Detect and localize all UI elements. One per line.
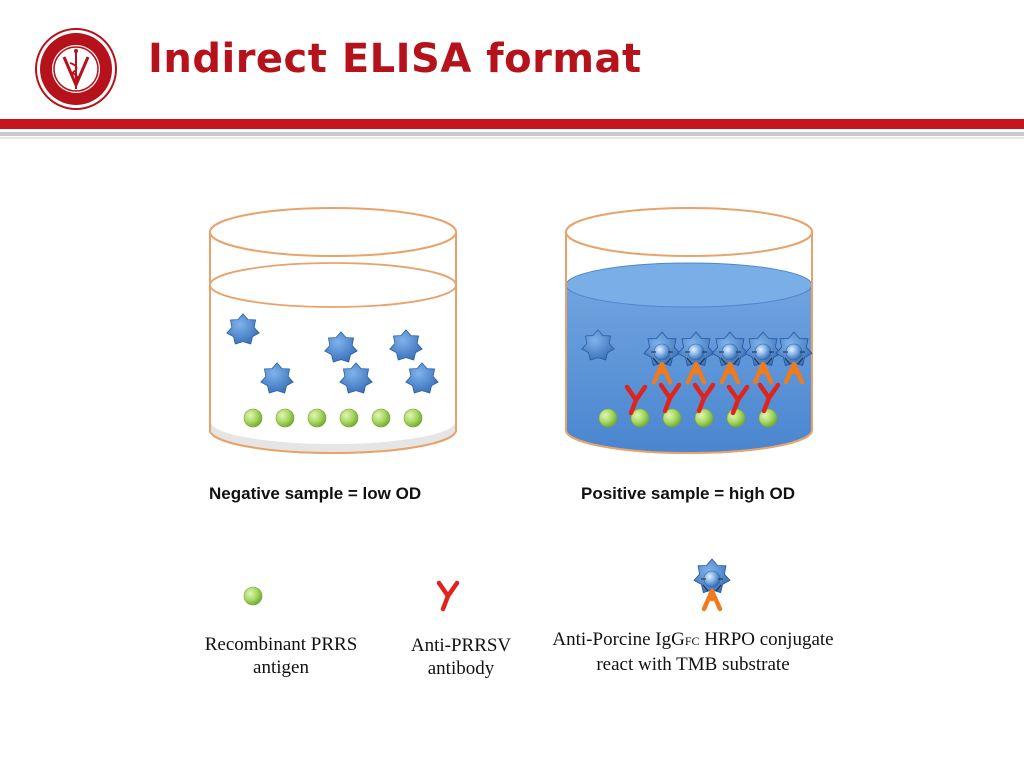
antigen-ball-icon [275,408,295,428]
antigen-ball-icon [758,408,778,428]
header-red-rule [0,119,1024,129]
legend-conjugate-line-1: Anti-Porcine IgGFC HRPO conjugate [528,628,858,653]
header-grey-rule [0,132,1024,136]
legend-antigen-label: Recombinant PRRS antigen [188,633,374,679]
negative-well-caption: Negative sample = low OD [209,484,422,503]
antigen-ball-icon [726,408,746,428]
legend-antibody-icon [439,583,457,609]
antigen-ball-icon [598,408,618,428]
antigen-ball-icon [307,408,327,428]
positive-well-caption: Positive sample = high OD [581,484,795,503]
legend-antigen-ball-icon [243,586,263,606]
legend-antibody-label: Anti-PRRSV antibody [398,634,524,680]
iowa-state-cvm-seal-logo [35,28,117,110]
antigen-ball-icon [339,408,359,428]
negative-well [209,207,457,454]
legend-conjugate-label: Anti-Porcine IgGFC HRPO conjugate react … [528,628,858,676]
legend-conjugate-suffix: HRPO conjugate [699,629,834,650]
antigen-ball-icon [371,408,391,428]
legend-antigen-line-1: Recombinant PRRS [204,634,358,655]
legend-hrpo-conjugate-icon [694,559,730,609]
legend-antigen-line-2: antigen [253,657,309,678]
antigen-ball-icon [243,408,263,428]
legend-antibody-line-1: Anti-PRRSV [410,635,512,656]
slide-title: Indirect ELISA format [148,36,642,82]
header-grey-rule-light [0,137,1024,139]
legend-antibody-line-2: antibody [427,658,495,679]
antigen-ball-icon [403,408,423,428]
legend-conjugate-prefix: Anti-Porcine IgG [552,629,685,650]
legend-conjugate-subscript: FC [684,634,700,648]
positive-well [565,207,812,454]
legend-conjugate-line-2: react with TMB substrate [596,654,790,675]
